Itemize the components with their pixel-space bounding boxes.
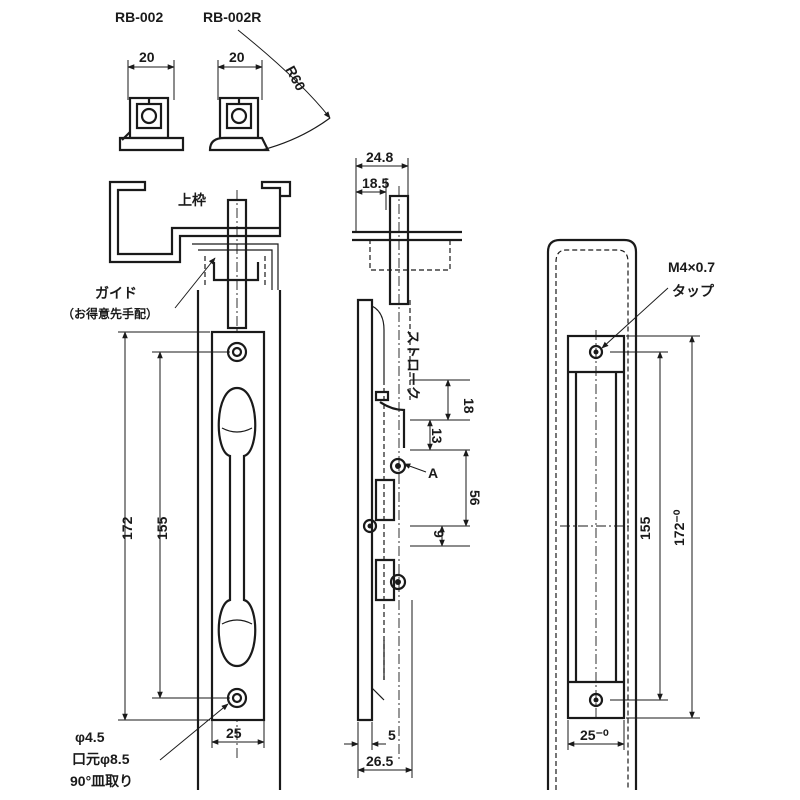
- stroke-label: ストローク: [405, 330, 421, 400]
- dim-side-9: 9: [431, 530, 447, 538]
- dim-front-height: 172: [119, 516, 135, 540]
- callout-a: A: [428, 465, 438, 481]
- dim-side-56: 56: [467, 490, 483, 506]
- dim-rb-002-width: 20: [139, 49, 155, 65]
- dim-strike-height: 172⁻⁰: [671, 509, 687, 546]
- upper-frame-label: 上枠: [178, 192, 206, 208]
- front-view: 上枠 ガイド （お得意先手配） 172 155: [62, 180, 292, 790]
- side-view: 24.8 18.5 ストローク 18: [344, 149, 483, 778]
- strike-view: M4×0.7 タップ 155 172⁻⁰ 25⁻⁰: [546, 238, 715, 790]
- model-label-rb-002: RB-002: [115, 9, 163, 25]
- thread-spec: M4×0.7: [668, 259, 715, 275]
- tap-label: タップ: [672, 283, 715, 299]
- hole-diameter-note: φ4.5: [75, 729, 105, 745]
- dim-front-width: 25: [226, 725, 242, 741]
- dim-strike-width: 25⁻⁰: [580, 727, 609, 743]
- dim-side-inner: 18.5: [362, 175, 389, 191]
- top-view-rb-002r: RB-002R 20 R60: [203, 9, 331, 152]
- dim-strike-pitch: 155: [637, 516, 653, 540]
- countersink-note: 90°皿取り: [70, 773, 133, 789]
- dim-side-5: 5: [388, 727, 396, 743]
- dim-side-13: 13: [429, 428, 445, 444]
- dim-side-18: 18: [461, 398, 477, 414]
- top-view-rb-002: RB-002 20: [115, 9, 185, 152]
- dim-rb-002r-width: 20: [229, 49, 245, 65]
- model-label-rb-002r: RB-002R: [203, 9, 261, 25]
- guide-note: （お得意先手配）: [62, 306, 158, 321]
- dim-side-outer: 24.8: [366, 149, 393, 165]
- dim-front-pitch: 155: [154, 516, 170, 540]
- counterbore-note: 口元φ8.5: [72, 751, 130, 767]
- dim-radius: R60: [283, 63, 309, 93]
- dim-side-26-5: 26.5: [366, 753, 393, 769]
- guide-label: ガイド: [95, 285, 137, 301]
